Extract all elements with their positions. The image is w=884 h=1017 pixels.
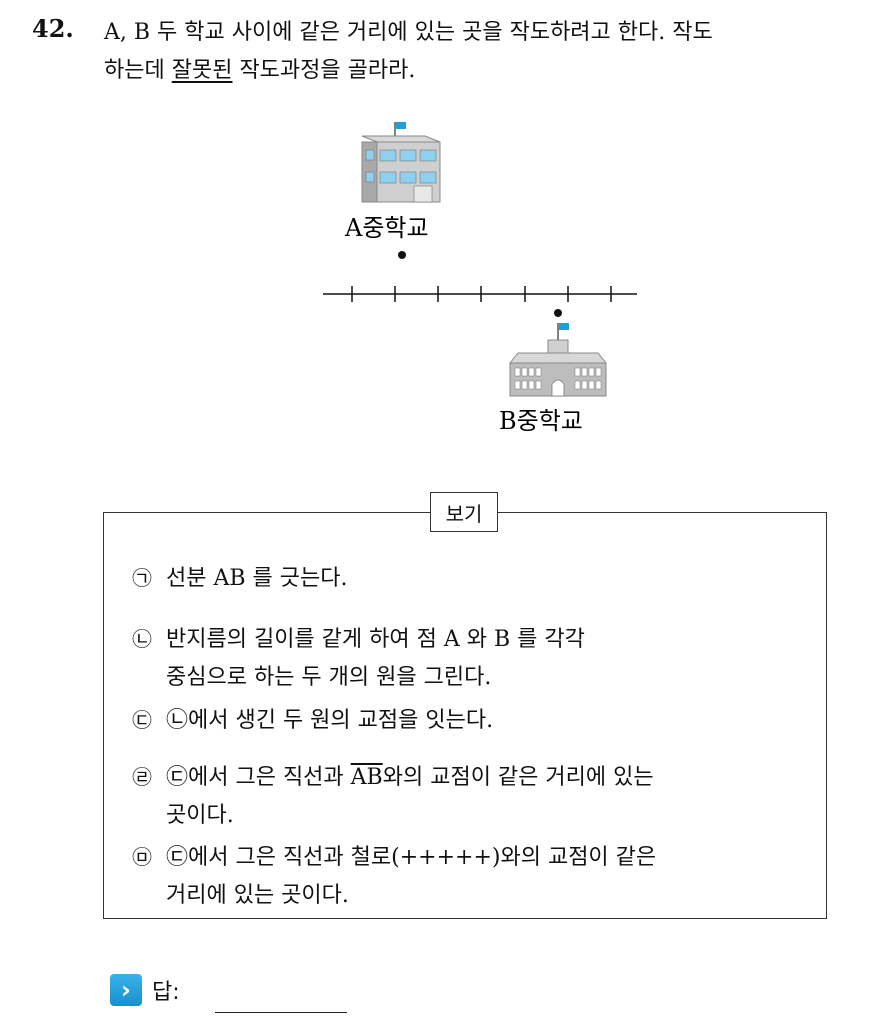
question-number: 42. <box>32 14 74 43</box>
choice-text: ㉡에서 생긴 두 원의 교점을 잇는다. <box>166 708 494 733</box>
railway-line <box>323 286 637 302</box>
choice-mark: ㉠ <box>132 566 152 590</box>
school-b-building-icon <box>508 323 608 397</box>
answer-blank[interactable] <box>215 1012 347 1013</box>
point-b <box>554 309 562 317</box>
chevron-right-icon: › <box>110 974 142 1006</box>
figure-diagram: A중학교 B중학교 <box>323 122 637 435</box>
choice-text: ㉢에서 그은 직선과 철로(+++++)와의 교점이 같은 <box>166 845 657 870</box>
choice-mark: ㉤ <box>132 845 152 869</box>
segment-ab: AB <box>350 765 383 790</box>
answer-row: › 답: <box>110 972 180 1008</box>
choice-text-cont: 중심으로 하는 두 개의 원을 그린다. <box>166 665 492 690</box>
choice-mark: ㉣ <box>132 765 152 789</box>
choices-box-title: 보기 <box>430 492 498 532</box>
choice-text: 반지름의 길이를 같게 하여 점 A 와 B 를 각각 <box>166 627 585 652</box>
choice-text-pre: ㉢에서 그은 직선과 <box>166 765 351 790</box>
school-a-building-icon <box>361 122 441 203</box>
choice-text-cont: 곳이다. <box>166 803 234 828</box>
underlined-word: 잘못된 <box>171 58 233 83</box>
choice-mark: ㉢ <box>132 708 152 732</box>
school-a-label: A중학교 <box>344 214 429 242</box>
choice-item-1: ㉠ 선분 AB 를 긋는다. <box>132 560 347 592</box>
choice-mark: ㉡ <box>132 627 152 651</box>
choice-item-2: ㉡ 반지름의 길이를 같게 하여 점 A 와 B 를 각각 중심으로 하는 두 개… <box>132 620 585 697</box>
question-line-2-post: 작도과정을 골라라. <box>232 58 416 83</box>
school-b-label: B중학교 <box>499 407 583 435</box>
choice-text: 선분 AB 를 긋는다. <box>166 566 348 591</box>
answer-label: 답: <box>152 980 180 1005</box>
question-line-1: A, B 두 학교 사이에 같은 거리에 있는 곳을 작도하려고 한다. 작도 <box>104 20 713 45</box>
question-text: A, B 두 학교 사이에 같은 거리에 있는 곳을 작도하려고 한다. 작도 … <box>104 14 864 90</box>
choice-text-cont: 거리에 있는 곳이다. <box>166 883 349 908</box>
choice-text-post: 와의 교점이 같은 거리에 있는 <box>382 765 654 790</box>
question-line-2: 하는데 잘못된 작도과정을 골라라. <box>104 52 864 90</box>
point-a <box>398 251 406 259</box>
question-line-2-pre: 하는데 <box>104 58 172 83</box>
